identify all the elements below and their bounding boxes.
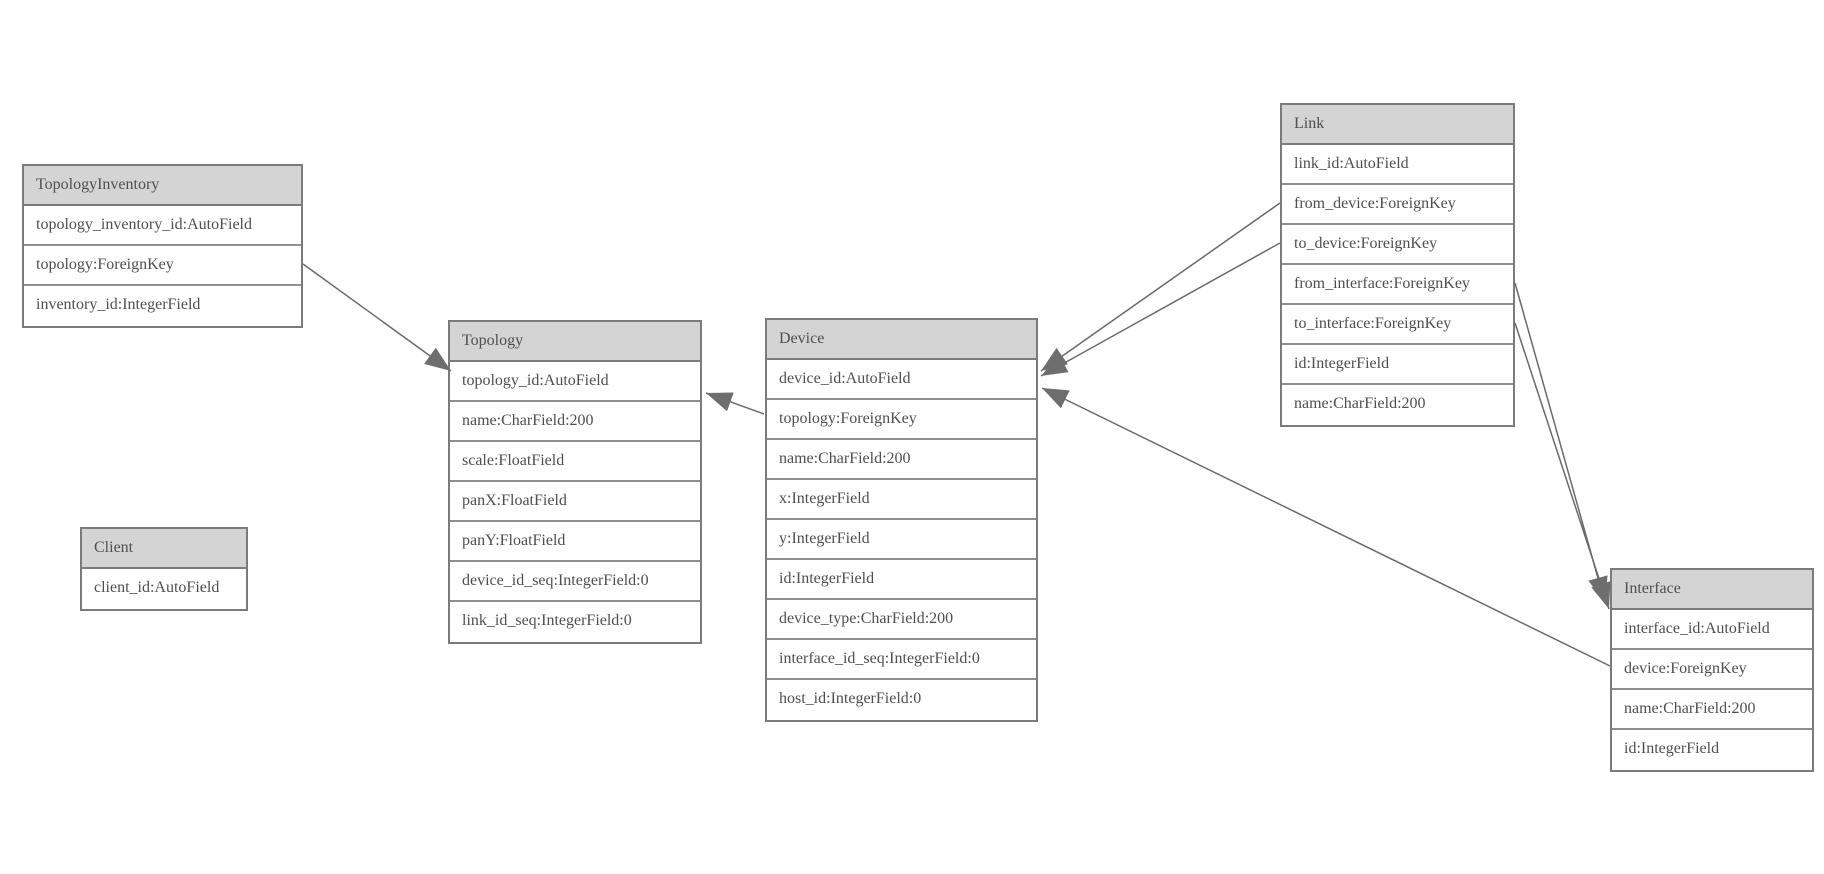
relationship-device-to-topology — [705, 392, 765, 415]
entity-field: from_device:ForeignKey — [1282, 185, 1513, 225]
entity-title-link: Link — [1282, 105, 1513, 145]
entity-field: to_device:ForeignKey — [1282, 225, 1513, 265]
entity-field: panY:FloatField — [450, 522, 700, 562]
entity-field: id:IntegerField — [1612, 730, 1812, 770]
entity-title-client: Client — [82, 529, 246, 569]
relationship-link-to-device — [1040, 202, 1281, 372]
relationship-link-to-interface — [1514, 282, 1608, 604]
entity-title-topology: Topology — [450, 322, 700, 362]
entity-field: topology:ForeignKey — [767, 400, 1036, 440]
entity-field: id:IntegerField — [767, 560, 1036, 600]
entity-field: client_id:AutoField — [82, 569, 246, 609]
entity-field: x:IntegerField — [767, 480, 1036, 520]
entity-field: link_id:AutoField — [1282, 145, 1513, 185]
entity-field: from_interface:ForeignKey — [1282, 265, 1513, 305]
relationship-interface-to-device — [1041, 387, 1611, 667]
relationship-link-to-device — [1040, 242, 1281, 377]
entity-field: host_id:IntegerField:0 — [767, 680, 1036, 720]
entity-field: interface_id:AutoField — [1612, 610, 1812, 650]
entity-field: device_type:CharField:200 — [767, 600, 1036, 640]
entity-field: to_interface:ForeignKey — [1282, 305, 1513, 345]
entity-field: panX:FloatField — [450, 482, 700, 522]
entity-field: id:IntegerField — [1282, 345, 1513, 385]
entity-field: inventory_id:IntegerField — [24, 286, 301, 326]
entity-field: topology:ForeignKey — [24, 246, 301, 286]
entity-field: topology_id:AutoField — [450, 362, 700, 402]
relationship-link-to-interface — [1514, 322, 1611, 610]
entity-field: name:CharField:200 — [1612, 690, 1812, 730]
entity-field: device:ForeignKey — [1612, 650, 1812, 690]
relationship-topologyinventory-to-topology — [302, 263, 452, 372]
entity-field: topology_inventory_id:AutoField — [24, 206, 301, 246]
entity-field: interface_id_seq:IntegerField:0 — [767, 640, 1036, 680]
entity-field: name:CharField:200 — [450, 402, 700, 442]
entity-title-interface: Interface — [1612, 570, 1812, 610]
entity-title-device: Device — [767, 320, 1036, 360]
entity-field: device_id_seq:IntegerField:0 — [450, 562, 700, 602]
entity-field: name:CharField:200 — [767, 440, 1036, 480]
entity-field: link_id_seq:IntegerField:0 — [450, 602, 700, 642]
entity-field: device_id:AutoField — [767, 360, 1036, 400]
entity-field: y:IntegerField — [767, 520, 1036, 560]
entity-field: name:CharField:200 — [1282, 385, 1513, 425]
entity-title-topologyinventory: TopologyInventory — [24, 166, 301, 206]
entity-field: scale:FloatField — [450, 442, 700, 482]
